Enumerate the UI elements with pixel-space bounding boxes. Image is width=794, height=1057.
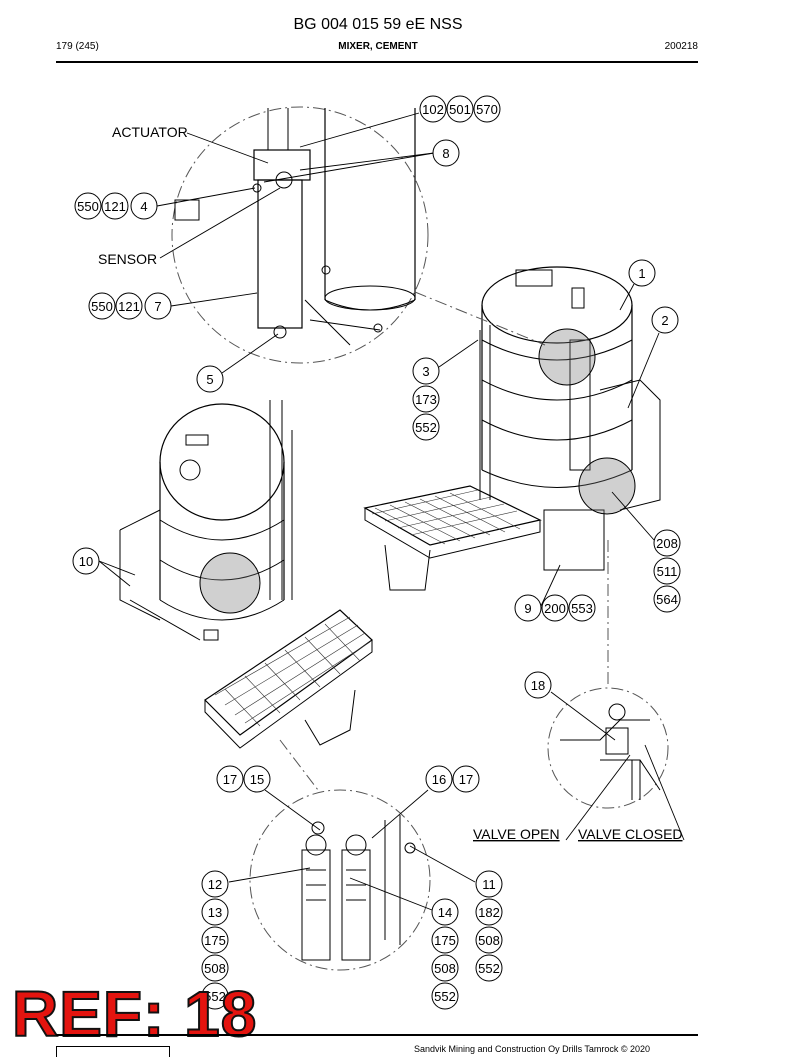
callout-550-b: 550: [91, 299, 113, 314]
callout-11: 11: [482, 877, 496, 892]
callout-121-a: 121: [104, 199, 126, 214]
callout-508-b: 508: [434, 961, 456, 976]
callout-18: 18: [531, 678, 545, 693]
ref-stamp: REF: 18: [11, 978, 258, 1050]
mixer-view-left: [119, 400, 373, 749]
leader-lines: [98, 112, 685, 911]
callout-550-a: 550: [77, 199, 99, 214]
detail-fittings: [249, 789, 431, 971]
document-code: 200218: [664, 41, 698, 52]
callout-182: 182: [478, 905, 500, 920]
callout-circles: [72, 95, 681, 1010]
callout-5: 5: [206, 372, 213, 387]
callout-4: 4: [140, 199, 147, 214]
brand-logo: [56, 1046, 170, 1057]
callout-7: 7: [154, 299, 161, 314]
callout-175-b: 175: [434, 933, 456, 948]
callout-121-b: 121: [118, 299, 140, 314]
callout-1: 1: [638, 266, 645, 281]
detail-actuator-sensor: [171, 106, 429, 364]
callout-173: 173: [415, 392, 437, 407]
callout-3: 3: [422, 364, 429, 379]
callout-numbers: 102 501 570 8 550 121 4 550 121 7 5 1 2 …: [77, 102, 678, 1004]
callout-15: 15: [250, 772, 264, 787]
detail-valve: [547, 687, 669, 809]
callout-13: 13: [208, 905, 222, 920]
callout-10: 10: [79, 554, 93, 569]
section-title: MIXER, CEMENT: [338, 41, 418, 52]
callout-552-d: 552: [478, 961, 500, 976]
drawing-labels: ACTUATOR SENSOR VALVE OPEN VALVE CLOSED: [98, 124, 683, 842]
callout-208: 208: [656, 536, 678, 551]
actuator-label: ACTUATOR: [112, 124, 188, 140]
view-connectors: [279, 291, 609, 791]
callout-2: 2: [661, 313, 668, 328]
callout-102: 102: [422, 102, 444, 117]
callout-508-c: 508: [478, 933, 500, 948]
grating-left: [214, 616, 371, 727]
callout-8: 8: [442, 146, 449, 161]
mixer-view-right: [363, 266, 661, 591]
callout-508-a: 508: [204, 961, 226, 976]
callout-17-b: 17: [459, 772, 473, 787]
valve-open-label: VALVE OPEN: [473, 826, 560, 842]
grating-right: [371, 489, 521, 545]
callout-175-a: 175: [204, 933, 226, 948]
callout-570: 570: [476, 102, 498, 117]
header-rule: [56, 61, 698, 63]
callout-9: 9: [524, 601, 531, 616]
callout-501: 501: [449, 102, 471, 117]
footer-copyright: Sandvik Mining and Construction Oy Drill…: [414, 1044, 651, 1054]
callout-552-a: 552: [415, 420, 437, 435]
callout-12: 12: [208, 877, 222, 892]
callout-552-b: 552: [204, 989, 226, 1004]
callout-14: 14: [438, 905, 452, 920]
callout-564: 564: [656, 592, 678, 607]
callout-16: 16: [432, 772, 446, 787]
sensor-label: SENSOR: [98, 251, 157, 267]
callout-511: 511: [657, 564, 678, 579]
callout-17-a: 17: [223, 772, 237, 787]
callout-200: 200: [544, 601, 566, 616]
callout-553: 553: [571, 601, 593, 616]
footer-rule: [56, 1034, 698, 1036]
document-title: BG 004 015 59 eE NSS: [293, 16, 463, 33]
page-number: 179 (245): [56, 41, 99, 52]
callout-552-c: 552: [434, 989, 456, 1004]
valve-closed-label: VALVE CLOSED: [578, 826, 683, 842]
